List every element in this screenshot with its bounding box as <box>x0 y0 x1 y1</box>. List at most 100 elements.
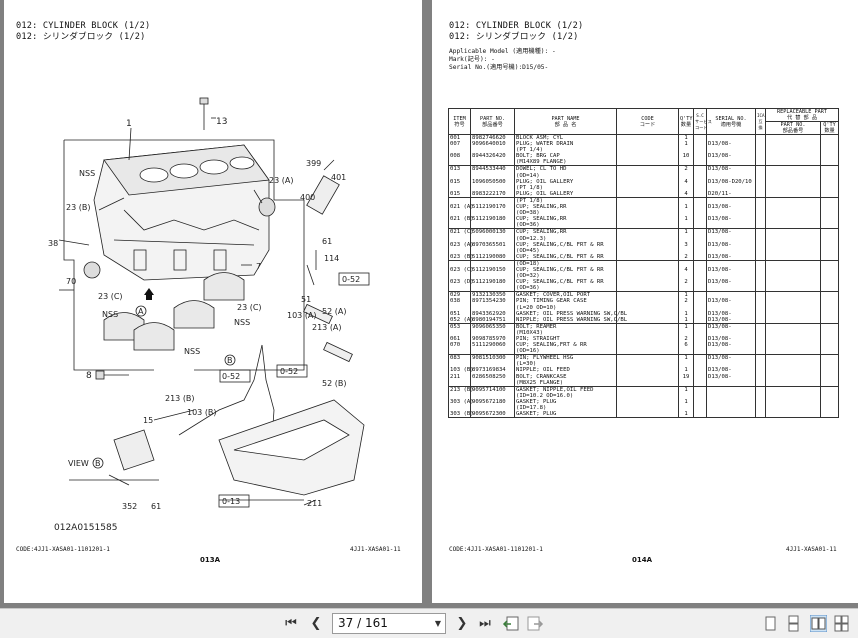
row-service-code <box>693 165 707 173</box>
row-rep-part-no <box>765 285 821 292</box>
row-part-name: DOWEL; CL TO HD <box>514 165 617 173</box>
row-part-name: (PT 1/8) <box>514 196 617 205</box>
row-rep-qty <box>819 235 840 242</box>
row-code <box>616 253 679 261</box>
table-row: (M10X43) <box>448 329 840 336</box>
table-row: (L=20 OD=10) <box>448 304 840 311</box>
row-rep-part-no <box>765 134 821 142</box>
left-footer-code: CODE:4JJ1-XASA01-1101201-1 <box>16 546 110 553</box>
row-service-code <box>693 196 707 205</box>
row-qty <box>678 259 694 267</box>
row-ica <box>755 222 766 229</box>
row-rep-qty <box>819 291 840 299</box>
row-rep-part-no <box>765 222 821 229</box>
go-forward-icon[interactable] <box>526 615 544 633</box>
row-rep-qty <box>819 298 840 305</box>
row-rep-qty <box>819 348 840 355</box>
row-serial-no <box>706 379 756 387</box>
row-item: 023 (A) <box>448 241 474 248</box>
row-rep-part-no <box>765 291 821 299</box>
circle-label-b-2: B <box>95 459 101 468</box>
row-serial-no <box>706 134 756 142</box>
row-code <box>616 379 679 387</box>
right-footer-code-right: 4JJ1-XASA01-11 <box>786 546 837 553</box>
row-part-name: (OD=36) <box>514 285 617 292</box>
row-rep-qty <box>819 196 840 205</box>
callout-nss-4: NSS <box>184 347 200 356</box>
row-part-name: (M8X25 FLANGE) <box>514 379 617 387</box>
row-rep-qty <box>819 354 840 362</box>
next-page-icon[interactable]: ❯ <box>456 616 468 631</box>
row-code <box>616 285 679 292</box>
row-item: 213 (B) <box>448 385 474 393</box>
row-part-no: 9132130350 <box>470 291 515 299</box>
last-page-icon[interactable]: ⏭ <box>479 616 491 631</box>
row-code <box>616 291 679 299</box>
single-page-view-icon[interactable] <box>762 615 779 632</box>
row-service-code <box>693 253 707 261</box>
callout-213b: 213 (B) <box>165 394 195 403</box>
row-rep-qty <box>819 159 840 166</box>
page-number-select[interactable]: 37 / 161 ▼ <box>332 613 446 634</box>
row-service-code <box>693 379 707 387</box>
row-rep-qty <box>819 178 840 185</box>
row-service-code <box>693 291 707 299</box>
table-row: (M8X25 FLANGE) <box>448 379 840 387</box>
row-serial-no: D13/08- <box>706 253 756 261</box>
row-rep-qty <box>819 228 840 236</box>
row-item: 023 (B) <box>448 253 474 261</box>
row-item: 023 (C) <box>448 266 474 274</box>
row-part-name: GASKET; OIL PRESS WARNING SW,C/BL <box>514 310 628 317</box>
row-rep-part-no <box>765 348 821 355</box>
row-item: 103 (B) <box>448 367 474 374</box>
callout-61: 61 <box>322 237 332 246</box>
circle-label-a: A <box>138 307 144 316</box>
prev-page-icon[interactable]: ❮ <box>310 616 322 631</box>
table-row: (OD=16) <box>448 348 840 355</box>
row-service-code <box>693 316 707 324</box>
row-part-name: (OD=16) <box>514 348 617 355</box>
row-serial-no <box>706 348 756 355</box>
row-qty <box>678 196 694 205</box>
first-page-icon[interactable]: ⏮ <box>285 616 297 631</box>
row-ica <box>755 348 766 355</box>
callout-23b: 23 (B) <box>66 203 90 212</box>
table-row: (OD=14) <box>448 172 840 179</box>
row-serial-no <box>706 259 756 267</box>
row-rep-qty <box>819 216 840 223</box>
callout-0-52-a: 0-52 <box>342 275 360 284</box>
row-code <box>616 348 679 355</box>
row-qty <box>678 285 694 292</box>
table-row: (PT 1/8) <box>448 184 840 191</box>
two-page-continuous-view-icon[interactable] <box>833 615 850 632</box>
continuous-view-icon[interactable] <box>785 615 802 632</box>
row-rep-part-no <box>765 190 821 198</box>
row-code <box>616 411 679 419</box>
row-rep-qty <box>819 190 840 198</box>
row-rep-qty <box>819 285 840 292</box>
page-013a: 012: CYLINDER BLOCK (1/2) 012: シリンダブロック … <box>4 0 422 603</box>
row-part-no: 8983222170 <box>470 190 515 198</box>
callout-38: 38 <box>48 239 58 248</box>
row-ica <box>755 379 766 387</box>
two-page-view-icon[interactable] <box>810 615 827 632</box>
go-back-icon[interactable] <box>502 615 520 633</box>
callout-61-b: 61 <box>151 502 161 511</box>
row-serial-no <box>706 385 756 393</box>
row-serial-no: D13/08- <box>706 354 756 362</box>
col-part-no: PART NO. 部品番号 <box>470 108 515 135</box>
row-ica <box>755 228 766 236</box>
callout-51: 51 <box>301 295 311 304</box>
